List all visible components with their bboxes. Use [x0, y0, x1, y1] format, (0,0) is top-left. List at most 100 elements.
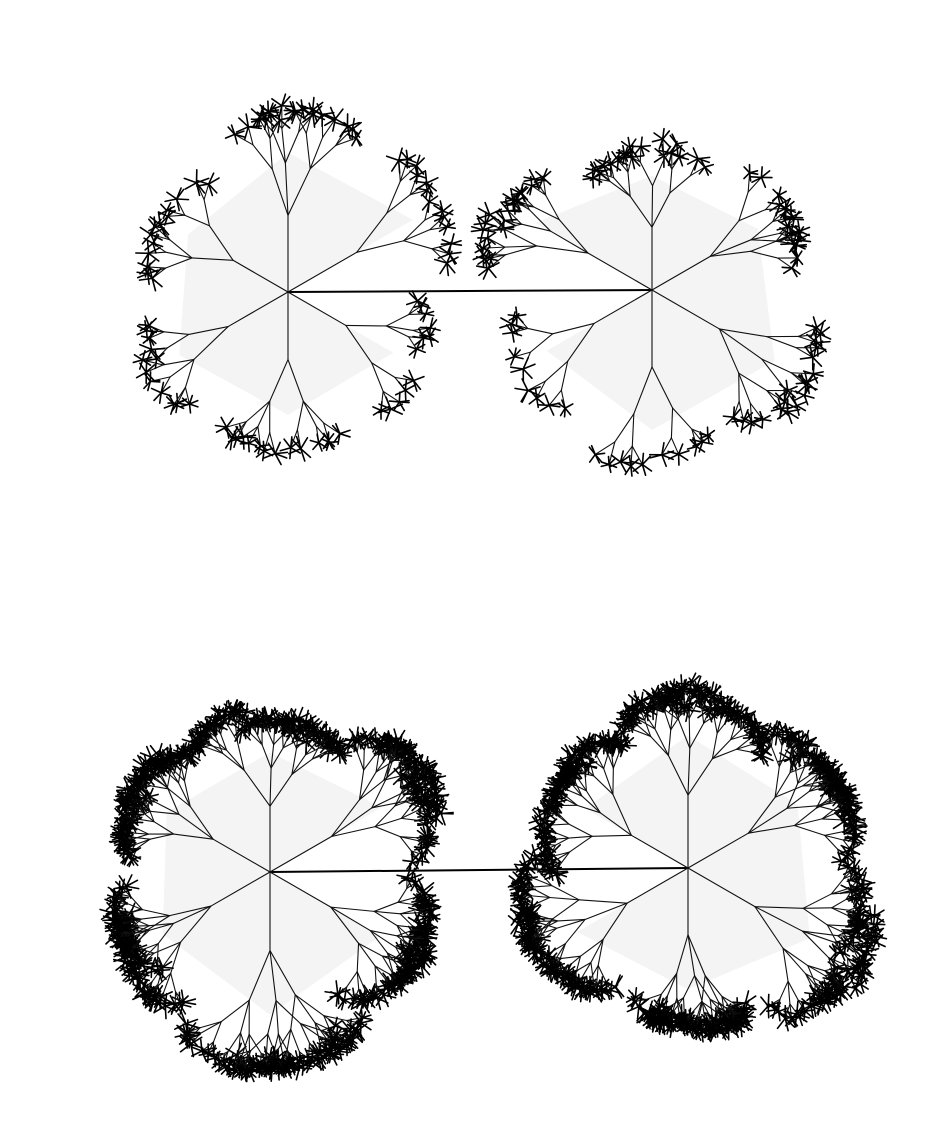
leaf-spike — [317, 434, 319, 443]
leaf-spike — [565, 408, 570, 415]
leaf-spike — [516, 307, 517, 316]
branch-line — [357, 752, 363, 770]
leaf-spike — [414, 377, 424, 381]
top-fractal-panel — [133, 94, 830, 476]
leaf-spike — [361, 1009, 362, 1018]
leaf-spike — [583, 176, 592, 178]
leaf-spike — [215, 426, 226, 428]
leaf-spike — [239, 1061, 240, 1069]
leaf-spike — [609, 457, 610, 465]
leaf-spike — [536, 389, 537, 398]
leaf-node — [232, 710, 236, 714]
branch-line — [372, 363, 383, 391]
leaf-spike — [601, 462, 609, 464]
leaf-spike — [752, 177, 761, 182]
leaf-spike — [373, 407, 381, 410]
branch-line — [295, 995, 315, 1023]
leaf-spike — [126, 886, 138, 888]
leaf-spike — [782, 267, 792, 268]
leaf-spike — [662, 443, 664, 455]
branch-line — [528, 328, 553, 333]
leaf-spike — [515, 388, 528, 390]
branch-line — [359, 943, 383, 956]
leaf-spike — [677, 142, 687, 144]
branch-line — [221, 1000, 249, 1021]
leaf-spike — [817, 320, 825, 327]
leaf-spike — [669, 454, 679, 459]
leaf-spike — [416, 183, 427, 189]
leaf-spike — [761, 177, 765, 187]
leaf-spike — [750, 173, 751, 181]
leaf-spike — [633, 465, 642, 472]
leaf-spike — [549, 405, 553, 415]
branch-line — [171, 973, 176, 991]
leaf-spike — [142, 989, 143, 999]
leaf-spike — [399, 148, 402, 160]
leaf-spike — [340, 430, 350, 433]
leaf-node — [427, 905, 431, 909]
leaf-spike — [427, 178, 438, 183]
branch-line — [739, 192, 748, 221]
leaf-node — [125, 885, 129, 889]
leaf-spike — [784, 268, 792, 273]
branch-line — [276, 1001, 300, 1024]
leaf-spike — [419, 779, 420, 789]
leaf-spike — [641, 137, 642, 146]
fan-wedge — [288, 292, 393, 415]
branch-line — [483, 247, 504, 248]
leaf-spike — [508, 315, 517, 316]
leaf-spike — [443, 205, 451, 212]
leaf-spike — [158, 970, 170, 971]
leaf-spike — [127, 798, 128, 810]
branch-line — [258, 401, 270, 426]
leaf-spike — [149, 253, 159, 261]
leaf-spike — [679, 454, 688, 460]
branch-line — [246, 401, 269, 421]
leaf-spike — [150, 381, 159, 382]
leaf-spike — [258, 724, 259, 734]
leaf-spike — [761, 171, 769, 178]
leaf-spike — [813, 372, 823, 374]
leaf-spike — [677, 144, 678, 155]
branch-line — [185, 359, 194, 387]
leaf-spike — [340, 434, 350, 437]
leaf-spike — [381, 402, 382, 411]
leaf-spike — [155, 359, 156, 368]
leaf-spike — [143, 338, 149, 343]
leaf-spike — [137, 977, 138, 990]
branch-line — [241, 1000, 250, 1033]
leaf-spike — [260, 445, 268, 446]
branch-line — [214, 1022, 222, 1042]
leaf-spike — [201, 1040, 202, 1051]
leaf-spike — [481, 230, 483, 241]
leaf-spike — [813, 317, 816, 328]
leaf-spike — [540, 405, 549, 411]
branch-line — [375, 966, 385, 979]
leaf-spike — [168, 216, 175, 222]
branch-line — [136, 920, 149, 926]
leaf-spike — [503, 333, 512, 334]
branch-line — [201, 1022, 222, 1034]
leaf-spike — [146, 331, 147, 341]
leaf-spike — [442, 240, 451, 244]
leaf-spike — [440, 263, 447, 274]
leaf-spike — [154, 217, 155, 226]
leaf-spike — [140, 278, 153, 280]
leaf-spike — [249, 443, 257, 445]
leaf-spike — [221, 417, 226, 427]
leaf-spike — [504, 227, 514, 228]
leaf-spike — [509, 349, 514, 356]
leaf-spike — [698, 157, 710, 158]
leaf-spike — [325, 992, 338, 994]
leaf-spike — [313, 115, 315, 127]
branch-line — [640, 147, 641, 163]
leaf-spike — [185, 183, 196, 189]
leaf-spike — [488, 268, 496, 277]
leaf-spike — [441, 813, 453, 814]
leaf-spike — [502, 200, 513, 203]
branch-line — [632, 414, 634, 446]
leaf-spike — [280, 448, 290, 451]
branch-line — [158, 944, 159, 960]
leaf-spike — [629, 456, 631, 466]
leaf-spike — [167, 192, 177, 199]
